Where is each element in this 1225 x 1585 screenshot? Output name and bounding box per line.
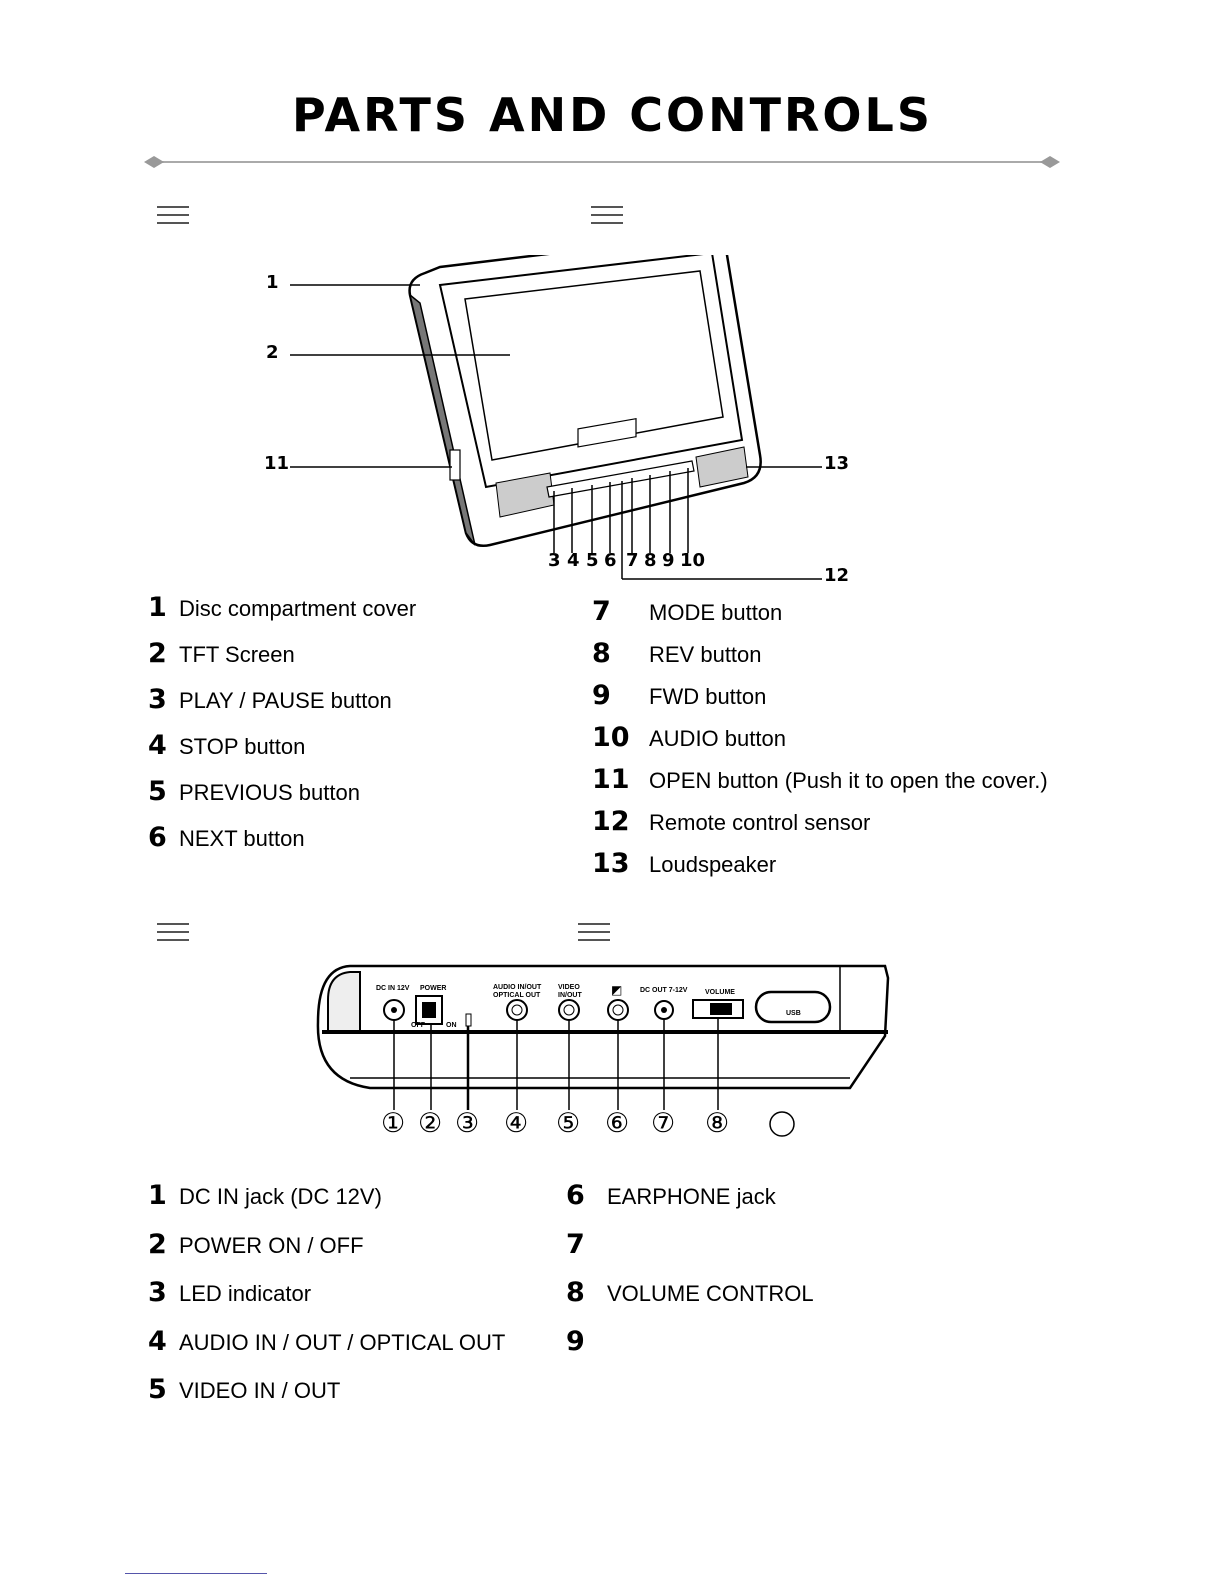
page-title: PARTS AND CONTROLS xyxy=(292,88,933,142)
callout-3: 3 xyxy=(548,550,561,571)
callout-2: 2 xyxy=(266,342,279,363)
menu-icon xyxy=(591,206,623,228)
menu-icon xyxy=(157,206,189,228)
panel-label: USB xyxy=(786,1010,801,1017)
callout-6: 6 xyxy=(604,550,617,571)
side-view-illustration xyxy=(316,964,890,1137)
circle-callout: ⑥ xyxy=(605,1108,630,1138)
panel-label: VIDEO xyxy=(558,984,580,991)
list-item: 9 xyxy=(566,1325,585,1357)
panel-label: DC OUT 7-12V xyxy=(640,987,688,994)
callout-11: 11 xyxy=(264,453,290,474)
callout-8: 8 xyxy=(644,550,657,571)
circle-callout: ③ xyxy=(455,1108,480,1138)
circle-callout: ⑤ xyxy=(556,1108,581,1138)
callout-10: 10 xyxy=(680,550,706,571)
callout-13: 13 xyxy=(824,453,850,474)
front-view-illustration xyxy=(290,255,822,580)
panel-label: POWER xyxy=(420,985,447,992)
panel-label: IN/OUT xyxy=(558,992,582,999)
callout-5: 5 xyxy=(586,550,599,571)
panel-label: DC IN 12V xyxy=(376,985,410,992)
list-item: 7 xyxy=(566,1228,585,1260)
callout-1: 1 xyxy=(266,272,279,293)
menu-icon xyxy=(578,923,610,945)
panel-label: AUDIO IN/OUT xyxy=(493,984,542,991)
panel-label: OFF xyxy=(411,1022,425,1029)
callout-4: 4 xyxy=(567,550,580,571)
panel-label: VOLUME xyxy=(705,989,735,996)
panel-label: ON xyxy=(446,1022,457,1029)
circle-callout: ⑦ xyxy=(651,1108,676,1138)
headphone-icon: ◩ xyxy=(611,983,623,997)
footer-rule xyxy=(125,1573,267,1574)
circle-callout: ① xyxy=(381,1108,406,1138)
circle-callout: ② xyxy=(418,1108,443,1138)
circle-callout: ⑧ xyxy=(705,1108,730,1138)
title-divider xyxy=(144,156,1060,168)
menu-icon xyxy=(157,923,189,945)
circle-callout: ④ xyxy=(504,1108,529,1138)
callout-9: 9 xyxy=(662,550,675,571)
panel-label: OPTICAL OUT xyxy=(493,992,541,999)
callout-12: 12 xyxy=(824,565,850,586)
callout-7: 7 xyxy=(626,550,639,571)
